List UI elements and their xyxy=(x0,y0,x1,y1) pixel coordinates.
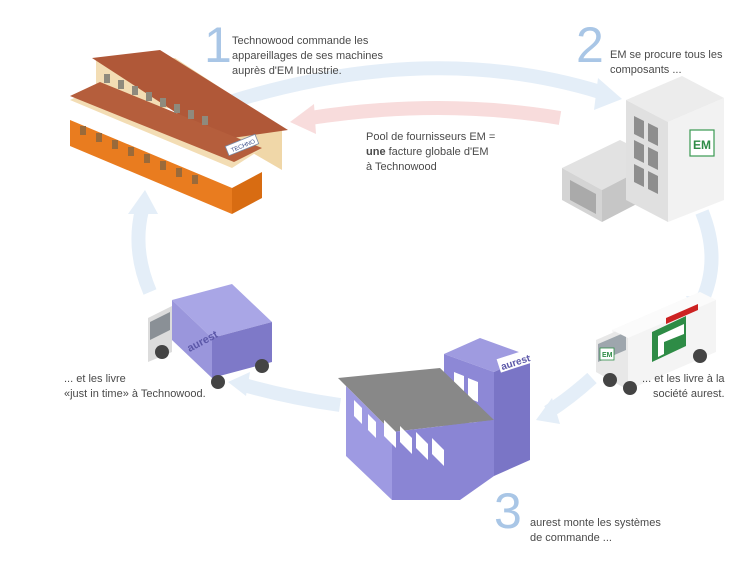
step-1-text: Technowood commande les appareillages de… xyxy=(232,34,383,79)
pool-note-line: à Technowood xyxy=(366,161,437,173)
arrow-head-to-technowood xyxy=(128,190,158,214)
step-3-number: 3 xyxy=(494,483,522,539)
arrow-head-to-em xyxy=(594,78,622,110)
cycle-arrow-aurest-to-truck xyxy=(242,378,341,412)
step-3-text: aurest monte les systèmes de commande ..… xyxy=(530,516,661,546)
pool-note: Pool de fournisseurs EM = une facture gl… xyxy=(366,130,495,175)
step-2-line: EM se procure tous les xyxy=(610,49,723,61)
invoice-arrow xyxy=(290,101,562,134)
step-2-text: EM se procure tous les composants ... xyxy=(610,48,723,78)
van-em-logo xyxy=(599,347,615,361)
step-2-line: composants ... xyxy=(610,64,682,76)
aurest-truck: aurest xyxy=(148,284,272,389)
em-logo xyxy=(689,129,715,157)
aurest-sign xyxy=(496,349,532,373)
step-2-number: 2 xyxy=(576,17,604,73)
step-1-line: Technowood commande les xyxy=(232,35,369,47)
aurest-building: aurest xyxy=(338,338,532,500)
em-van: EM xyxy=(596,292,716,395)
van-em-logo-text: EM xyxy=(602,352,613,359)
cycle-arrow-em-to-van xyxy=(693,209,719,309)
cycle-arrows xyxy=(131,61,719,418)
delivery-technowood-line: ... et les livre xyxy=(64,373,126,385)
technowood-factory: TECHNO xyxy=(70,50,288,214)
arrow-head-to-aurest xyxy=(536,398,560,424)
step-3-line: de commande ... xyxy=(530,532,612,544)
pool-note-emphasis: une xyxy=(366,146,386,158)
cycle-arrow-truck-to-technowood xyxy=(131,208,157,295)
delivery-technowood-text: ... et les livre «just in time» à Techno… xyxy=(64,372,206,402)
delivery-em-text: ... et les livre à la société aurest. xyxy=(642,372,725,402)
cycle-arrow-technowood-to-em xyxy=(227,61,603,109)
delivery-em-line: société aurest. xyxy=(653,388,725,400)
step-1-line: appareillages de ses machines xyxy=(232,50,384,62)
em-logo-text: EM xyxy=(693,138,711,152)
step-3-line: aurest monte les systèmes xyxy=(530,517,661,529)
arrow-head-to-truck xyxy=(228,372,250,396)
step-1-number: 1 xyxy=(204,17,232,73)
pool-note-rest: facture globale d'EM xyxy=(385,146,489,158)
technowood-sign xyxy=(224,133,260,157)
em-building: EM xyxy=(562,76,724,222)
pool-note-line: Pool de fournisseurs EM = xyxy=(366,131,496,143)
delivery-technowood-line: «just in time» à Technowood. xyxy=(64,388,206,400)
delivery-em-line: ... et les livre à la xyxy=(642,373,725,385)
pool-note-line: une facture globale d'EM xyxy=(366,145,495,160)
step-1-line: auprès d'EM Industrie. xyxy=(232,65,342,77)
